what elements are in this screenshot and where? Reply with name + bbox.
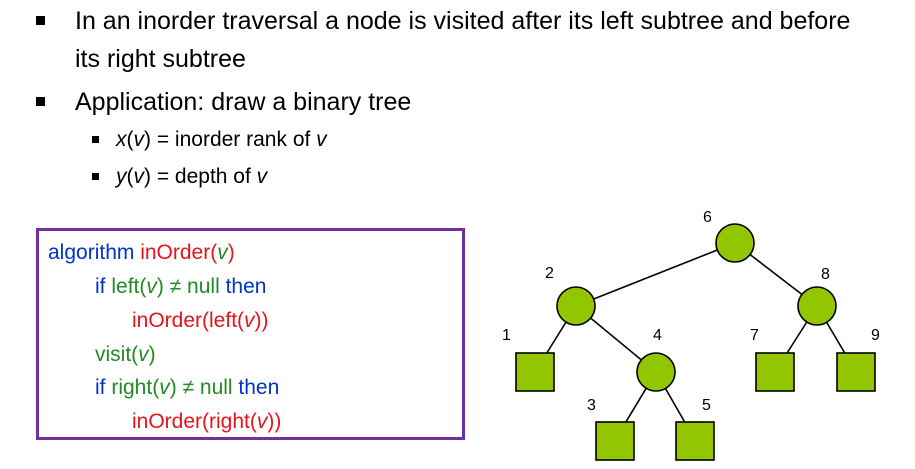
algorithm-box: algorithm inOrder(v) if left(v) ≠ null t… bbox=[36, 228, 465, 440]
algorithm-line-if-right: if right(v) ≠ null then bbox=[95, 376, 280, 399]
node-label-3: 3 bbox=[587, 397, 596, 414]
algorithm-line-visit: visit(v) bbox=[95, 343, 156, 366]
bullet-square-icon bbox=[92, 136, 99, 143]
tree-nodes bbox=[515, 223, 876, 461]
leaf-node-7 bbox=[755, 352, 795, 392]
tree-labels: 6 2 8 1 4 7 9 3 5 bbox=[502, 209, 880, 414]
bullet-square-icon bbox=[36, 16, 45, 25]
sub-bullet-y: y(v) = depth of v bbox=[92, 162, 267, 192]
node-label-1: 1 bbox=[502, 327, 511, 344]
algorithm-line-recurse-left: inOrder(left(v)) bbox=[132, 309, 269, 332]
bullet-text: In an inorder traversal a node is visite… bbox=[75, 7, 851, 73]
internal-node-4 bbox=[636, 352, 676, 392]
algorithm-line-recurse-right: inOrder(right(v)) bbox=[132, 410, 282, 433]
leaf-node-9 bbox=[836, 352, 876, 392]
edge-6-2 bbox=[575, 242, 736, 307]
sub-bullet-x: x(v) = inorder rank of v bbox=[92, 125, 327, 155]
sub-bullet-text: y(v) = depth of v bbox=[116, 165, 268, 188]
node-label-8: 8 bbox=[821, 266, 830, 283]
leaf-node-3 bbox=[595, 421, 635, 461]
bullet-text: Application: draw a binary tree bbox=[75, 88, 412, 116]
leaf-node-5 bbox=[675, 421, 715, 461]
algorithm-line-header: algorithm inOrder(v) bbox=[48, 241, 235, 264]
sub-bullet-text: x(v) = inorder rank of v bbox=[116, 128, 327, 151]
leaf-node-1 bbox=[515, 352, 555, 392]
node-label-4: 4 bbox=[653, 327, 662, 344]
bullet-square-icon bbox=[36, 97, 45, 106]
node-label-7: 7 bbox=[750, 327, 759, 344]
internal-node-6 bbox=[715, 223, 755, 263]
bullet-application: Application: draw a binary tree bbox=[36, 84, 411, 120]
node-label-2: 2 bbox=[545, 265, 554, 282]
node-label-6: 6 bbox=[703, 209, 712, 226]
algorithm-line-if-left: if left(v) ≠ null then bbox=[95, 275, 267, 298]
bullet-square-icon bbox=[92, 173, 99, 180]
internal-node-2 bbox=[556, 286, 596, 326]
node-label-5: 5 bbox=[702, 397, 711, 414]
internal-node-8 bbox=[797, 286, 837, 326]
bullet-inorder-definition: In an inorder traversal a node is visite… bbox=[36, 2, 876, 78]
node-label-9: 9 bbox=[871, 327, 880, 344]
tree-edges bbox=[534, 242, 857, 441]
